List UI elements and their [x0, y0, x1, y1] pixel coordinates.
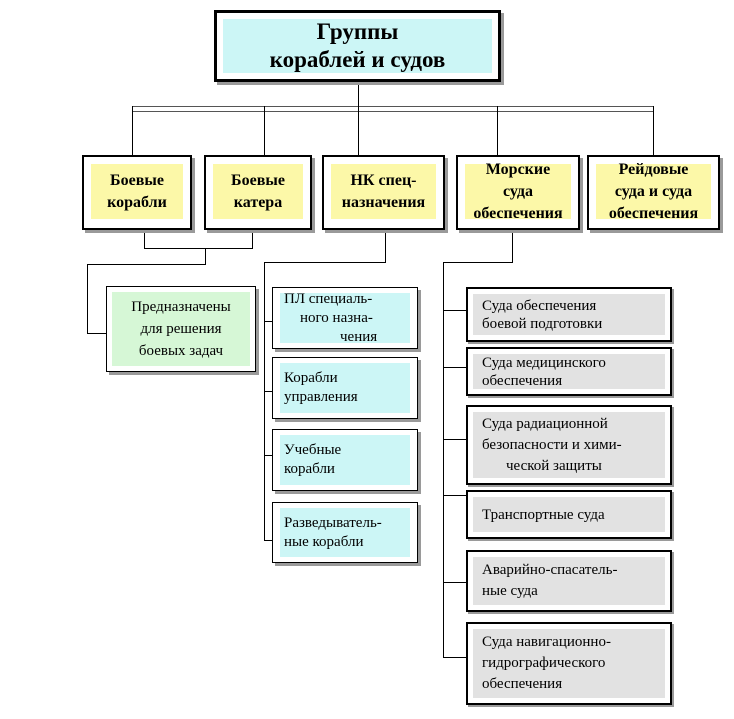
special-item-command-ships: Корабли управления — [272, 357, 418, 419]
support-item-line: обеспечения — [482, 372, 563, 389]
support-item-rescue: Аварийно-спасатель- ные суда — [466, 550, 672, 612]
category-label: Боевые — [231, 171, 285, 189]
support-item-medical: Суда медицинского обеспечения — [466, 347, 672, 396]
support-item-fill: Суда радиационной безопасности и хими- ч… — [473, 412, 665, 478]
support-item-line: Транспортные суда — [482, 506, 605, 523]
special-item-training-ships: Учебные корабли — [272, 429, 418, 491]
title-box: Группы кораблей и судов — [214, 10, 501, 82]
connector-combat-join — [144, 230, 253, 249]
category-fill: НК спец- назначения — [331, 164, 436, 219]
category-label: Морские — [485, 160, 551, 178]
special-item-line: управления — [284, 389, 358, 405]
purpose-line: Предназначены — [131, 299, 231, 315]
category-combat-boats: Боевые катера — [204, 155, 312, 230]
category-label: суда и суда — [614, 182, 693, 200]
category-label: катера — [233, 193, 283, 211]
support-item-hydrographic: Суда навигационно- гидрографического обе… — [466, 622, 672, 705]
connector-special-trunk — [264, 230, 386, 541]
category-label: назначения — [341, 193, 426, 211]
category-combat-ships: Боевые корабли — [82, 155, 192, 230]
category-label: Боевые — [110, 171, 164, 189]
category-sea-support-vessels: Морские суда обеспечения — [456, 155, 580, 230]
purpose-line: для решения — [140, 321, 222, 337]
support-item-line: Аварийно-спасатель- — [482, 562, 618, 578]
purpose-line: боевых задач — [138, 343, 224, 359]
support-item-line: Суда медицинского — [482, 354, 606, 371]
support-item-fill: Транспортные суда — [473, 497, 665, 532]
support-item-fill: Суда навигационно- гидрографического обе… — [473, 629, 665, 698]
special-item-submarines: ПЛ специаль- ного назна- чения — [272, 287, 418, 349]
category-label: суда — [503, 182, 533, 200]
category-fill: Морские суда обеспечения — [465, 161, 571, 222]
category-fill: Боевые катера — [213, 164, 303, 219]
title-line-1: Группы — [316, 19, 399, 44]
support-item-radiation-chemical: Суда радиационной безопасности и хими- ч… — [466, 405, 672, 485]
special-item-fill: ПЛ специаль- ного назна- чения — [280, 290, 410, 345]
title-box-fill: Группы кораблей и судов — [223, 19, 492, 73]
support-item-combat-training: Суда обеспечения боевой подготовки — [466, 287, 672, 342]
special-item-line: Учебные — [284, 442, 342, 458]
connector-support-trunk — [443, 230, 513, 658]
support-item-line: Суда радиационной — [482, 415, 608, 432]
special-item-line: корабли — [284, 461, 335, 477]
category-special-purpose: НК спец- назначения — [322, 155, 445, 230]
support-item-line: боевой подготовки — [482, 315, 603, 332]
purpose-fill: Предназначены для решения боевых задач — [112, 292, 250, 366]
special-item-line: Разведыватель- — [284, 514, 382, 531]
special-item-line: ные корабли — [284, 533, 364, 550]
category-label: обеспечения — [608, 204, 699, 222]
special-item-reconnaissance-ships: Разведыватель- ные корабли — [272, 502, 418, 563]
connector-top-bus — [132, 106, 654, 112]
support-item-line: безопасности и хими- — [482, 436, 622, 453]
category-label: НК спец- — [350, 171, 417, 189]
category-label: обеспечения — [473, 204, 563, 222]
special-item-line: чения — [340, 328, 378, 345]
category-label: Рейдовые — [618, 160, 689, 178]
support-item-line: ные суда — [482, 583, 538, 599]
special-item-line: Корабли — [284, 370, 338, 386]
category-fill: Рейдовые суда и суда обеспечения — [596, 161, 711, 222]
support-item-transport: Транспортные суда — [466, 490, 672, 539]
special-item-line: ного назна- — [300, 309, 373, 326]
special-item-fill: Корабли управления — [280, 363, 410, 413]
special-item-fill: Учебные корабли — [280, 435, 410, 485]
category-harbor-vessels: Рейдовые суда и суда обеспечения — [587, 155, 720, 230]
purpose-box: Предназначены для решения боевых задач — [106, 286, 256, 372]
category-fill: Боевые корабли — [91, 164, 183, 219]
support-item-fill: Аварийно-спасатель- ные суда — [473, 557, 665, 605]
support-item-fill: Суда медицинского обеспечения — [473, 354, 665, 389]
support-item-line: Суда обеспечения — [482, 297, 597, 314]
support-item-fill: Суда обеспечения боевой подготовки — [473, 294, 665, 335]
support-item-line: ческой защиты — [506, 457, 602, 474]
special-item-line: ПЛ специаль- — [284, 290, 373, 307]
connector-combat-down — [87, 248, 206, 334]
category-label: корабли — [107, 193, 167, 211]
special-item-fill: Разведыватель- ные корабли — [280, 508, 410, 557]
title-line-2: кораблей и судов — [269, 47, 446, 72]
support-item-line: гидрографического — [482, 655, 606, 671]
support-item-line: Суда навигационно- — [482, 634, 611, 650]
support-item-line: обеспечения — [482, 676, 563, 692]
